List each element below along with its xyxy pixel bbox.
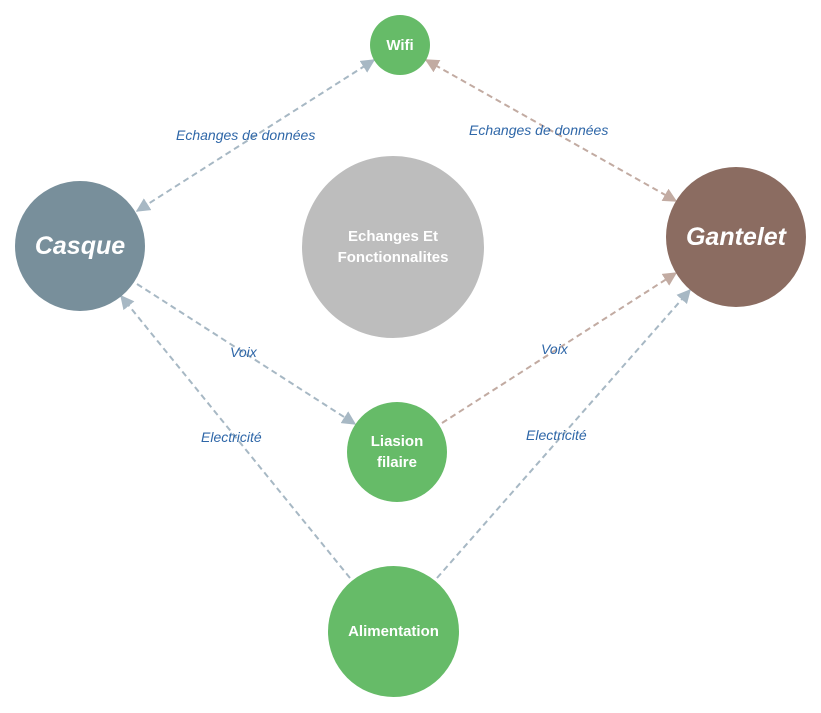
node-gantelet-label: Gantelet [685, 222, 787, 251]
edge-alim-casque [120, 294, 351, 579]
node-liaison-label-line1: Liasion [370, 433, 424, 450]
node-casque-label: Casque [34, 231, 126, 260]
edge-casque-liaison [136, 283, 357, 425]
edge-wifi-casque [135, 59, 376, 212]
node-center-label-line2: Fonctionnalites [337, 249, 449, 266]
node-wifi-label: Wifi [386, 36, 414, 54]
node-alimentation: Alimentation [328, 566, 459, 697]
node-liaison-label-line2: filaire [376, 454, 417, 471]
node-wifi: Wifi [370, 15, 430, 75]
edge-label-casque-liaison: Voix [230, 344, 257, 360]
edge-label-wifi-casque: Echanges de données [176, 127, 316, 143]
edge-label-alim-gantelet: Electricité [526, 427, 587, 443]
edge-label-liaison-gantelet: Voix [541, 341, 568, 357]
node-casque: Casque [15, 181, 145, 311]
node-alimentation-label: Alimentation [348, 623, 439, 640]
edge-label-wifi-gantelet: Echanges de données [469, 122, 609, 138]
node-liaison-filaire: Liasion filaire [347, 402, 447, 502]
node-center-label-line1: Echanges Et [347, 228, 439, 245]
edge-wifi-gantelet [424, 59, 678, 202]
node-gantelet: Gantelet [666, 167, 806, 307]
edge-liaison-gantelet [441, 272, 678, 424]
edge-label-alim-casque: Electricité [201, 429, 262, 445]
edge-alim-gantelet [436, 288, 691, 579]
node-center: Echanges Et Fonctionnalites [302, 156, 484, 338]
